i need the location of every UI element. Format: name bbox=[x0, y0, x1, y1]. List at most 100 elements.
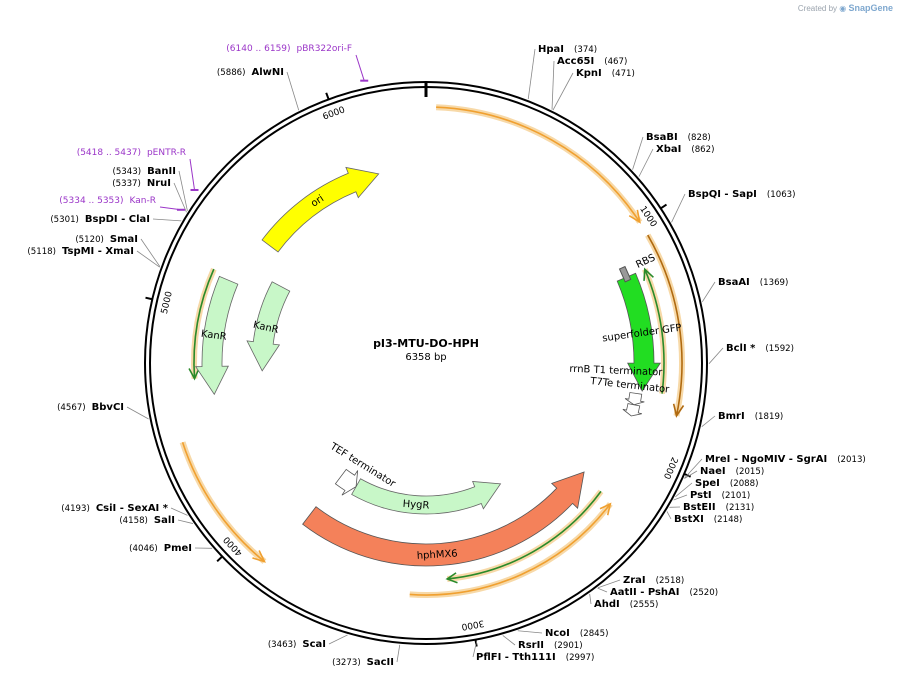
primer-kan-r[interactable]: (5334 .. 5353)Kan-R bbox=[59, 196, 185, 211]
enzyme-site-mrei-ngomiv-sgrai[interactable]: MreI - NgoMIV - SgrAI(2013) bbox=[684, 454, 866, 479]
feature-label: KanR bbox=[200, 329, 227, 343]
enzyme-leader bbox=[551, 60, 555, 110]
enzyme-label: (4567)BbvCI bbox=[57, 402, 124, 413]
enzyme-label: BclI *(1592) bbox=[726, 343, 794, 354]
snapgene-brand: Created by ◉ SnapGene bbox=[798, 3, 893, 13]
enzyme-site-sacii[interactable]: (3273)SacII bbox=[332, 644, 401, 668]
enzyme-label: PstI(2101) bbox=[690, 490, 750, 501]
enzyme-site-ncoi[interactable]: NcoI(2845) bbox=[517, 628, 609, 639]
tick-mark bbox=[216, 555, 223, 563]
primer-label: (6140 .. 6159)pBR322ori-F bbox=[226, 44, 352, 54]
brand-product: SnapGene bbox=[848, 3, 893, 13]
orf-arrow bbox=[435, 104, 643, 224]
feature-kanr-outer[interactable]: KanR bbox=[194, 275, 239, 396]
orf-arrow bbox=[179, 441, 267, 564]
enzyme-site-nrui[interactable]: (5337)NruI bbox=[112, 178, 187, 213]
enzyme-leader bbox=[666, 511, 672, 520]
enzyme-site-hpai[interactable]: HpaI(374) bbox=[527, 44, 597, 100]
enzyme-site-bbvci[interactable]: (4567)BbvCI bbox=[57, 402, 149, 420]
enzyme-leader bbox=[684, 458, 703, 479]
enzyme-leader bbox=[126, 406, 149, 420]
enzyme-site-acc65i[interactable]: Acc65I(467) bbox=[551, 56, 627, 110]
enzyme-label: KpnI(471) bbox=[576, 68, 635, 79]
feature-kanr-inner[interactable]: KanR bbox=[246, 281, 291, 372]
enzyme-site-rsrii[interactable]: RsrII(2901) bbox=[502, 635, 583, 651]
enzyme-site-bspqi-sapi[interactable]: BspQI - SapI(1063) bbox=[671, 189, 796, 223]
enzyme-leader bbox=[286, 71, 300, 111]
primer-leader bbox=[159, 206, 182, 211]
enzyme-site-bcli[interactable]: BclI *(1592) bbox=[708, 343, 794, 364]
feature-label: RBS bbox=[634, 252, 657, 270]
enzyme-site-pflfi-tth111i[interactable]: PflFI - Tth111I(2997) bbox=[472, 641, 594, 663]
feature-rrnb-t1-terminator bbox=[624, 392, 645, 406]
enzyme-site-naei[interactable]: NaeI(2015) bbox=[684, 466, 764, 479]
enzyme-label: SpeI(2088) bbox=[695, 478, 758, 489]
feature-label: hphMX6 bbox=[416, 548, 457, 561]
enzyme-label: HpaI(374) bbox=[538, 44, 597, 55]
snapgene-logo-icon: ◉ bbox=[839, 4, 847, 13]
enzyme-site-banii[interactable]: (5343)BanII bbox=[112, 166, 188, 211]
orf-arrow bbox=[188, 267, 217, 381]
feature-label: rrnB T1 terminator bbox=[569, 364, 663, 379]
orf-arrow bbox=[645, 233, 685, 418]
enzyme-site-bsaai[interactable]: BsaAI(1369) bbox=[701, 277, 788, 303]
enzyme-site-spei[interactable]: SpeI(2088) bbox=[675, 478, 758, 498]
enzyme-site-bsabi[interactable]: BsaBI(828) bbox=[632, 132, 711, 170]
tick-label: 6000 bbox=[322, 105, 347, 122]
enzyme-site-sali[interactable]: (4158)SalI bbox=[119, 515, 194, 526]
primer-pbr322ori-f[interactable]: (6140 .. 6159)pBR322ori-F bbox=[226, 44, 369, 82]
enzyme-label: (5301)BspDI - ClaI bbox=[50, 214, 150, 225]
feature-hygr[interactable]: HygR bbox=[351, 478, 502, 515]
primer-pentr-r[interactable]: (5418 .. 5437)pENTR-R bbox=[77, 148, 199, 191]
orf-arrow bbox=[642, 267, 667, 394]
enzyme-site-kpni[interactable]: KpnI(471) bbox=[552, 68, 635, 111]
enzyme-site-bstxi[interactable]: BstXI(2148) bbox=[666, 511, 742, 525]
enzyme-label: (4193)CsiI - SexAI * bbox=[61, 503, 169, 514]
feature-rbs: RBS bbox=[618, 252, 657, 283]
tick-label: 2000 bbox=[661, 455, 679, 480]
enzyme-leader bbox=[502, 635, 516, 646]
enzyme-label: AatII - PshAI(2520) bbox=[610, 587, 718, 598]
enzyme-leader bbox=[136, 250, 160, 268]
enzyme-site-scai[interactable]: (3463)ScaI bbox=[268, 634, 348, 650]
enzyme-label: XbaI(862) bbox=[656, 144, 714, 155]
enzyme-leader bbox=[527, 48, 536, 100]
enzyme-site-bsteii[interactable]: BstEII(2131) bbox=[669, 502, 754, 513]
enzyme-label: (5343)BanII bbox=[112, 166, 176, 177]
primer-leader bbox=[355, 54, 365, 81]
brand-created-by: Created by bbox=[797, 4, 838, 13]
enzyme-leader bbox=[170, 507, 188, 516]
enzyme-site-smai[interactable]: (5120)SmaI bbox=[75, 234, 161, 267]
enzyme-label: BstXI(2148) bbox=[674, 514, 742, 525]
primer-leader bbox=[189, 158, 196, 191]
enzyme-label: ZraI(2518) bbox=[623, 575, 684, 586]
enzyme-site-ahdi[interactable]: AhdI(2555) bbox=[589, 593, 659, 610]
enzyme-leader bbox=[597, 579, 621, 589]
enzyme-site-aatii-pshai[interactable]: AatII - PshAI(2520) bbox=[597, 587, 719, 598]
enzyme-site-bspdi-clai[interactable]: (5301)BspDI - ClaI bbox=[50, 214, 182, 225]
tick-label: 3000 bbox=[460, 617, 485, 631]
enzyme-site-bmri[interactable]: BmrI(1819) bbox=[701, 411, 784, 427]
enzyme-site-tspmi-xmai[interactable]: (5118)TspMI - XmaI bbox=[27, 246, 160, 268]
enzyme-label: (5886)AlwNI bbox=[217, 67, 284, 78]
enzyme-label: PflFI - Tth111I(2997) bbox=[476, 652, 594, 663]
enzyme-layer: HpaI(374)Acc65I(467)KpnI(471) BsaBI(828)X… bbox=[27, 44, 865, 668]
enzyme-site-csii-sexai[interactable]: (4193)CsiI - SexAI * bbox=[61, 503, 188, 516]
enzyme-leader bbox=[472, 641, 478, 658]
enzyme-leader bbox=[638, 148, 654, 177]
enzyme-label: (4046)PmeI bbox=[129, 543, 192, 554]
enzyme-site-pmei[interactable]: (4046)PmeI bbox=[129, 543, 213, 554]
feature-hphmx6[interactable]: hphMX6 bbox=[302, 471, 585, 567]
enzyme-site-alwni[interactable]: (5886)AlwNI bbox=[217, 67, 300, 111]
enzyme-label: NaeI(2015) bbox=[700, 466, 764, 477]
enzyme-leader bbox=[173, 182, 187, 213]
tick-mark bbox=[145, 296, 153, 301]
enzyme-leader bbox=[152, 218, 182, 222]
feature-ori[interactable]: ori bbox=[261, 166, 380, 253]
enzyme-site-zrai[interactable]: ZraI(2518) bbox=[597, 575, 684, 589]
enzyme-label: BsaBI(828) bbox=[646, 132, 711, 143]
enzyme-site-psti[interactable]: PstI(2101) bbox=[673, 490, 751, 501]
enzyme-label: BspQI - SapI(1063) bbox=[688, 189, 795, 200]
enzyme-site-xbai[interactable]: XbaI(862) bbox=[638, 144, 714, 177]
